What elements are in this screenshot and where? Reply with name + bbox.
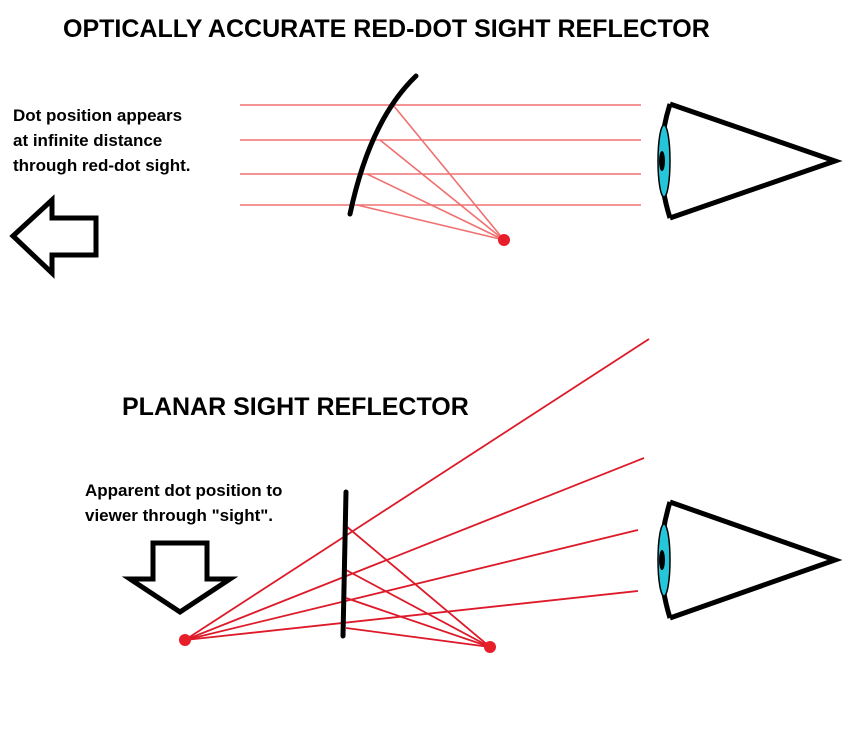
flat-mirror: [340, 489, 349, 639]
top-title: OPTICALLY ACCURATE RED-DOT SIGHT REFLECT…: [63, 15, 710, 43]
bottom-diverging-rays: [184, 338, 650, 641]
reflected-ray: [379, 139, 505, 241]
top-parallel-rays: [240, 104, 641, 206]
virtual-ray: [184, 590, 639, 641]
pupil: [659, 151, 665, 171]
reflected-ray: [345, 569, 491, 648]
reflected-ray: [392, 104, 505, 241]
virtual-ray: [184, 338, 650, 641]
virtual-ray: [184, 529, 639, 641]
top-caption: Dot position appears at infinite distanc…: [13, 106, 191, 175]
eye-icon: [657, 499, 843, 621]
reflected-ray: [345, 627, 491, 648]
eye-icon: [657, 101, 843, 221]
red-dot-icon: [498, 234, 510, 246]
reflected-ray: [366, 173, 505, 241]
bottom-caption: Apparent dot position to viewer through …: [85, 481, 287, 525]
top-caption-line: Dot position appears: [13, 106, 182, 125]
top-caption-line: through red-dot sight.: [13, 156, 191, 175]
apparent-dot: [179, 634, 191, 646]
red-dot-icon: [484, 641, 496, 653]
reflected-ray: [345, 597, 491, 648]
bottom-caption-line: Apparent dot position to: [85, 481, 282, 500]
top-reflected-rays: [356, 104, 505, 241]
top-caption-line: at infinite distance: [13, 131, 162, 150]
bottom-title: PLANAR SIGHT REFLECTOR: [122, 393, 469, 421]
reflected-ray: [345, 525, 491, 648]
arrow-left-icon: [9, 194, 99, 279]
top-panel: OPTICALLY ACCURATE RED-DOT SIGHT REFLECT…: [9, 15, 843, 279]
arrow-down-icon: [121, 540, 239, 615]
bottom-reflected-rays: [345, 525, 491, 648]
bottom-panel: PLANAR SIGHT REFLECTOR Apparent dot posi…: [85, 338, 843, 653]
curved-mirror: [347, 73, 419, 217]
bottom-caption-line: viewer through "sight".: [85, 506, 273, 525]
reflected-ray: [356, 204, 505, 241]
virtual-ray: [184, 457, 645, 641]
pupil: [659, 550, 665, 570]
